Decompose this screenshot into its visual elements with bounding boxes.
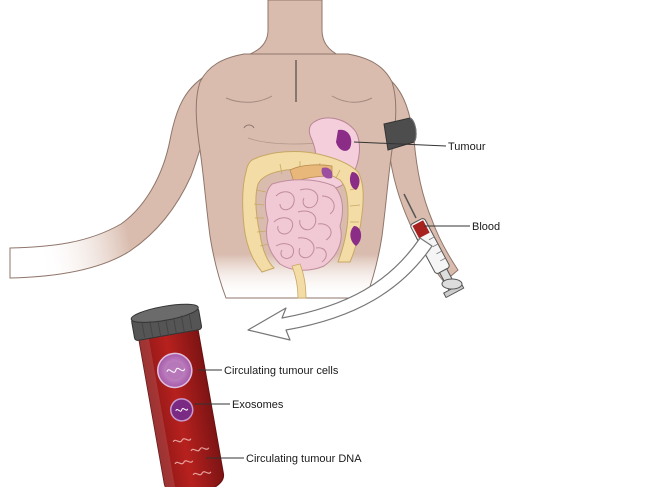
neck: [243, 0, 341, 57]
small-intestine: [264, 179, 343, 271]
organs: [242, 117, 364, 299]
syringe-blood: [412, 220, 430, 239]
exosome: [169, 398, 194, 422]
blood-tube: [130, 303, 224, 487]
left-nipple: [243, 124, 255, 129]
left-arm: [9, 71, 213, 279]
tube-cap: [130, 303, 203, 341]
flow-arrow: [247, 237, 433, 341]
tumour-stomach: [336, 129, 352, 151]
labels: Tumour Blood Circulating tumour cells Ex…: [194, 141, 500, 465]
tumour-pancreas: [321, 167, 333, 179]
circulating-tumour-cell: [157, 352, 193, 389]
rectum: [291, 263, 307, 299]
label-tumour: Tumour: [448, 141, 486, 153]
label-circulating-tumour-dna: Circulating tumour DNA: [246, 453, 362, 465]
tourniquet: [383, 117, 417, 151]
tumour-colon-2: [350, 226, 362, 246]
label-blood: Blood: [472, 221, 500, 233]
ctdna-fragments: [172, 438, 212, 476]
tumour-colon-1: [349, 172, 360, 190]
label-exosomes: Exosomes: [232, 399, 284, 411]
label-circulating-tumour-cells: Circulating tumour cells: [224, 365, 339, 377]
